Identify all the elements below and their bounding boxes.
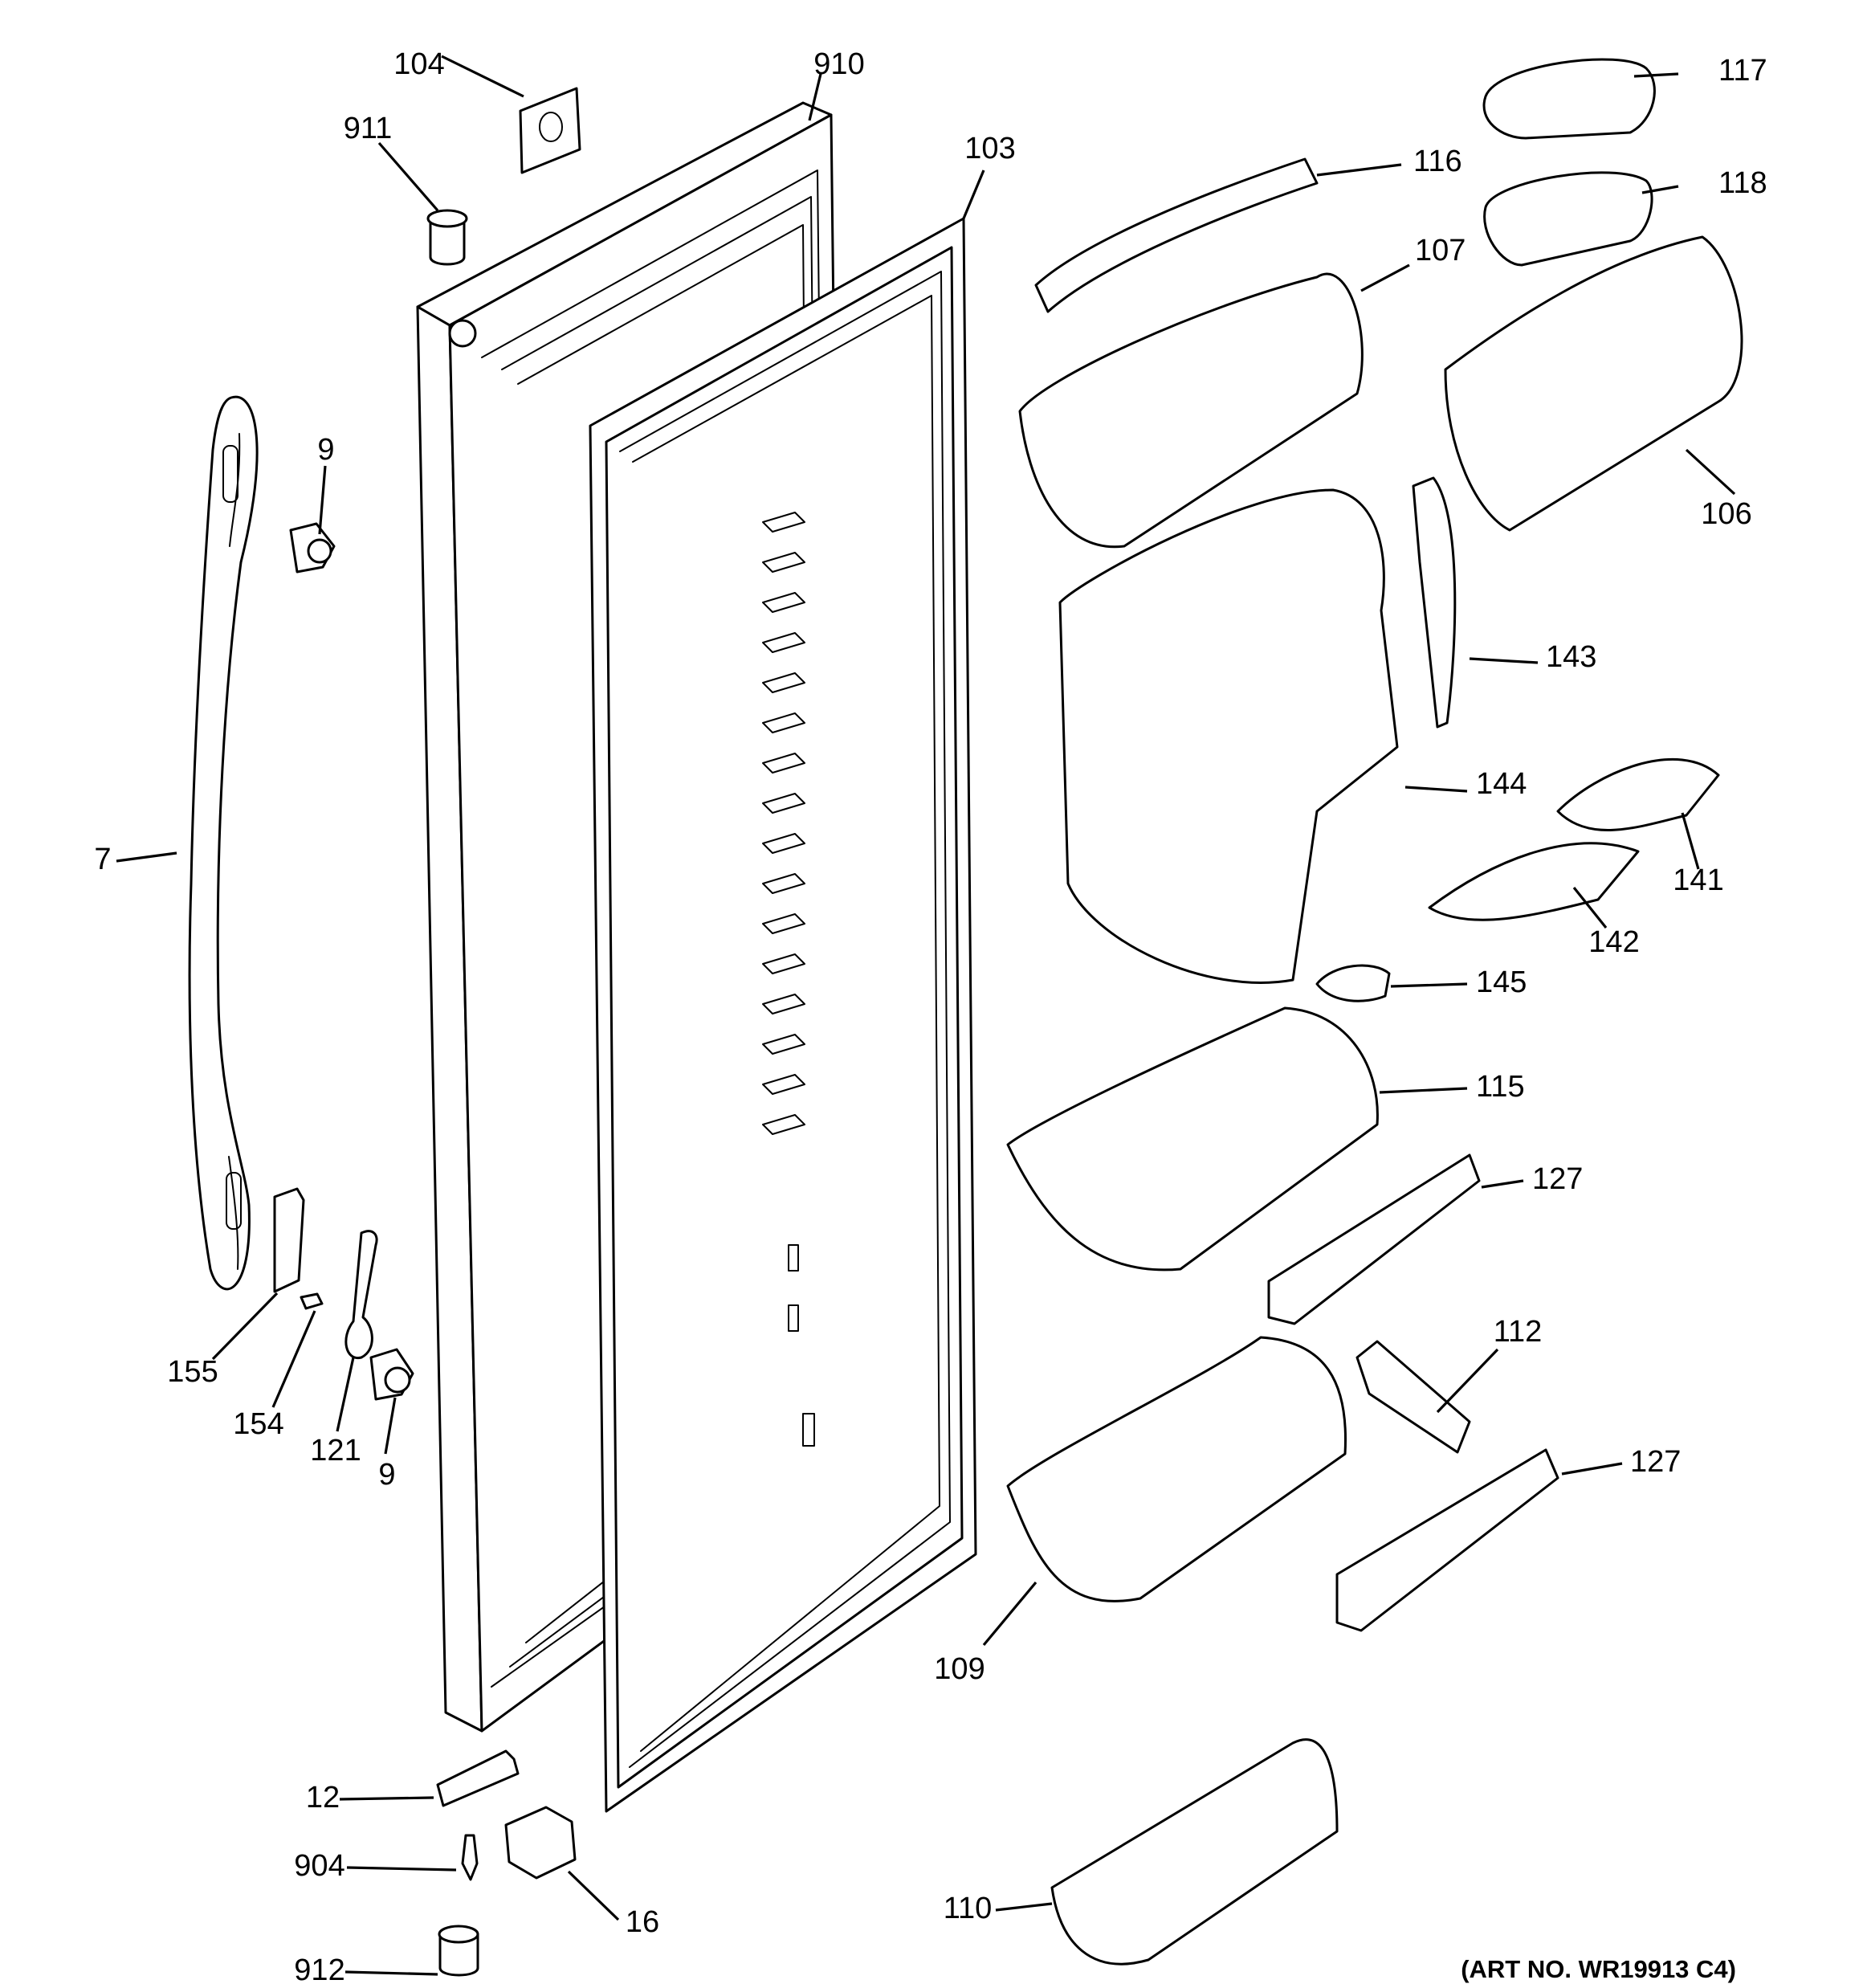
handle-screw-9-upper <box>289 522 336 574</box>
compartment-cover-106 <box>1444 235 1743 532</box>
bin-trim-127-lower <box>1335 1448 1559 1632</box>
callout-141: 141 <box>1673 863 1723 897</box>
callout-116: 116 <box>1413 145 1462 178</box>
dairy-cover-117 <box>1482 58 1656 140</box>
door-bin-110 <box>1050 1738 1339 1966</box>
handle-bracket-155 <box>273 1187 305 1293</box>
door-bin-109 <box>1006 1336 1347 1602</box>
door-bin-115 <box>1006 1006 1379 1272</box>
dispenser-housing-144 <box>1058 488 1399 984</box>
callout-121: 121 <box>310 1434 361 1468</box>
callout-leaders <box>116 55 1736 1976</box>
badge-104 <box>519 87 581 174</box>
callout-7: 7 <box>94 843 111 876</box>
hinge-screw-904 <box>461 1834 479 1881</box>
callout-9-lower: 9 <box>378 1458 395 1492</box>
hinge-seal-121 <box>344 1230 378 1359</box>
door-handle-7 <box>188 395 259 1291</box>
callout-145: 145 <box>1476 965 1527 999</box>
handle-screw-9-lower <box>369 1348 414 1401</box>
bottom-hinge-12 <box>436 1749 520 1807</box>
callout-154: 154 <box>233 1407 283 1441</box>
trim-strip-143 <box>1412 476 1457 729</box>
callout-127-lower: 127 <box>1630 1445 1681 1479</box>
dairy-tray-118 <box>1483 171 1653 267</box>
bin-bracket-112 <box>1355 1340 1471 1454</box>
callout-117: 117 <box>1718 54 1767 88</box>
callout-107: 107 <box>1415 234 1466 267</box>
callout-142: 142 <box>1588 925 1639 959</box>
door-gasket-103 <box>589 217 977 1813</box>
bin-trim-127-upper <box>1267 1153 1481 1325</box>
bin-rail-116 <box>1034 157 1319 313</box>
art-number: (ART NO. WR19913 C4) <box>1461 1955 1736 1983</box>
hinge-bracket-16 <box>504 1806 577 1880</box>
callout-106: 106 <box>1701 497 1751 531</box>
callout-144: 144 <box>1476 767 1527 801</box>
callout-155: 155 <box>167 1355 218 1389</box>
liner-shelf-ribs <box>762 512 815 1447</box>
callout-904: 904 <box>294 1849 344 1883</box>
callout-103: 103 <box>964 132 1015 165</box>
callout-143: 143 <box>1546 640 1596 674</box>
callout-912: 912 <box>294 1953 344 1987</box>
callout-16: 16 <box>626 1905 659 1939</box>
hinge-bushing-911 <box>426 209 468 266</box>
callout-115: 115 <box>1476 1070 1525 1104</box>
callout-911: 911 <box>344 112 393 145</box>
callout-110: 110 <box>944 1892 993 1925</box>
callout-112: 112 <box>1494 1315 1543 1349</box>
callout-109: 109 <box>934 1652 984 1686</box>
hinge-bushing-912 <box>438 1925 479 1977</box>
ice-tray-141 <box>1556 757 1720 831</box>
bracket-screw-154 <box>300 1292 324 1310</box>
callout-12: 12 <box>306 1781 340 1815</box>
callout-127-upper: 127 <box>1532 1162 1583 1196</box>
callout-104: 104 <box>393 47 444 81</box>
callout-910: 910 <box>813 47 864 81</box>
callout-118: 118 <box>1718 166 1767 200</box>
callout-9-upper: 9 <box>317 433 334 467</box>
callout-labels: 104 910 103 911 117 116 118 107 9 106 14… <box>94 47 1767 1987</box>
ice-tray-142 <box>1428 842 1640 921</box>
dispenser-knob-145 <box>1315 964 1391 1002</box>
door-bin-107 <box>1018 272 1364 549</box>
